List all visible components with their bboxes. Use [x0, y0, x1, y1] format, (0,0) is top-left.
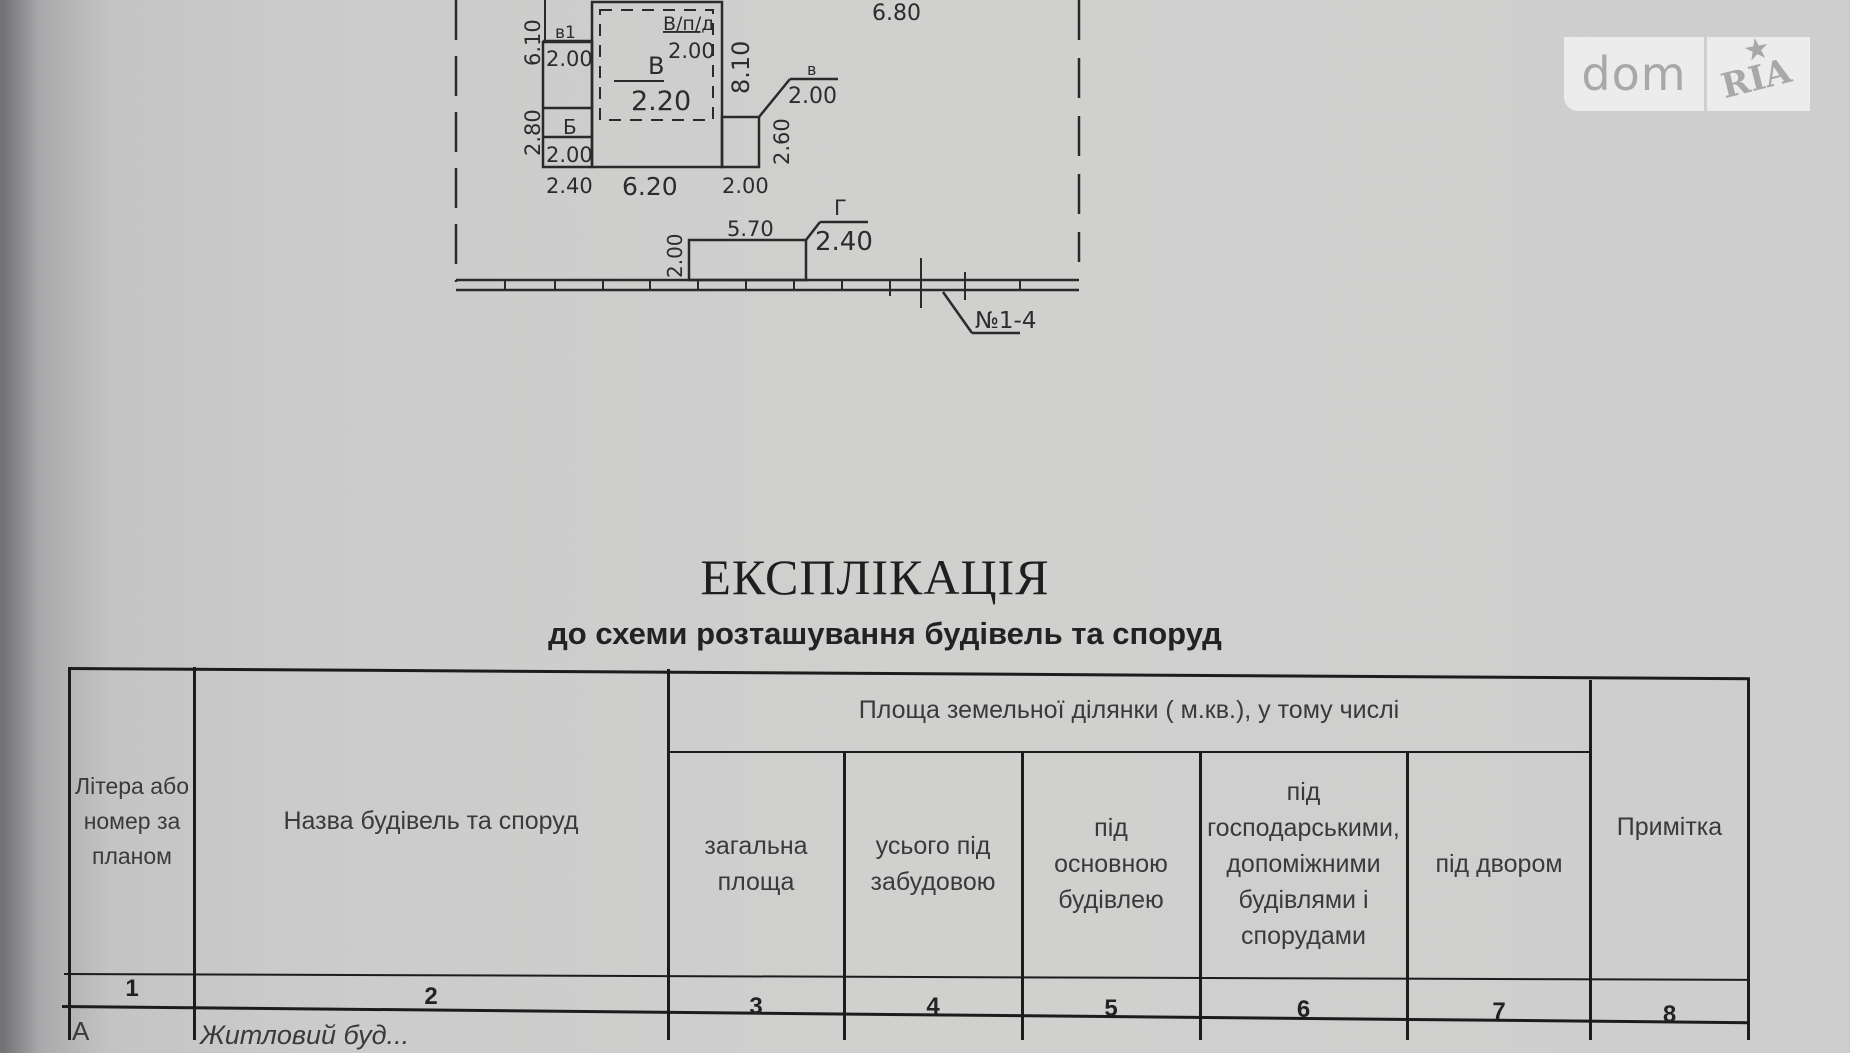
header-auxiliary-buildings-area: під господарськими, допоміжними будівлям…: [1207, 778, 1400, 950]
svg-text:2.00: 2.00: [668, 39, 715, 63]
document-subtitle: до схеми розташування будівель та споруд: [548, 616, 1222, 651]
domria-watermark-logo: dom ★ RIA: [1564, 33, 1810, 111]
column-number-6: 6: [1296, 996, 1311, 1023]
svg-text:Б: Б: [563, 115, 577, 139]
col-divider-5: [1199, 752, 1202, 1040]
table-left-border: [68, 667, 71, 1040]
table-row-name: Житловий буд...: [200, 1020, 410, 1050]
header-building-name: Назва будівель та споруд: [283, 807, 579, 835]
logo-divider: [1704, 37, 1707, 111]
svg-text:2.80: 2.80: [521, 109, 545, 156]
header-total-area: загальна площа: [704, 832, 808, 896]
header-yard-area: під двором: [1435, 850, 1563, 878]
svg-text:в1: в1: [555, 23, 576, 43]
column-number-1: 1: [125, 975, 139, 1002]
header-built-up-area: усього під забудовою: [870, 832, 996, 896]
logo-ria-text: RIA: [1717, 51, 1796, 107]
logo-ria: ★ RIA: [1707, 33, 1810, 111]
col-divider-7: [1589, 680, 1592, 1040]
svg-text:2.00: 2.00: [788, 84, 837, 109]
column-number-5: 5: [1104, 995, 1118, 1022]
header-main-building-area: під основною будівлею: [1054, 814, 1168, 914]
col-divider-2: [667, 669, 670, 1040]
header-land-area-group: Площа земельної ділянки ( м.кв.), у тому…: [858, 696, 1400, 724]
header-note: Примітка: [1616, 813, 1723, 841]
col-divider-4: [1021, 752, 1024, 1040]
svg-text:6.10: 6.10: [521, 19, 545, 66]
column-number-4: 4: [926, 993, 940, 1020]
table-row-letter: А: [72, 1016, 90, 1046]
table-right-border: [1747, 680, 1750, 1040]
svg-text:8.10: 8.10: [727, 41, 755, 94]
svg-text:№1-4: №1-4: [975, 308, 1037, 334]
svg-text:2.40: 2.40: [815, 227, 873, 257]
svg-text:5.70: 5.70: [727, 217, 774, 241]
svg-text:В: В: [648, 52, 664, 80]
site-plan-drawing: 6.80 в1 2.00 В/п/д 2.00 В 2.20 Б 2.00 в …: [454, 0, 1081, 335]
column-number-8: 8: [1662, 1001, 1677, 1028]
svg-text:2.40: 2.40: [546, 174, 593, 198]
column-number-3: 3: [749, 993, 763, 1020]
plan-dimension-labels: 6.80 в1 2.00 В/п/д 2.00 В 2.20 Б 2.00 в …: [521, 1, 1037, 334]
column-number-2: 2: [424, 983, 438, 1010]
svg-text:2.20: 2.20: [631, 86, 691, 117]
col-divider-3: [843, 752, 846, 1040]
header-bottom-border: [63, 973, 1750, 981]
col-divider-1: [193, 667, 196, 1040]
svg-text:В/п/д: В/п/д: [663, 13, 714, 35]
svg-text:2.00: 2.00: [546, 143, 593, 167]
svg-text:2.60: 2.60: [770, 118, 794, 165]
svg-text:в: в: [807, 60, 816, 79]
logo-dom-text: dom: [1564, 37, 1704, 111]
svg-text:6.80: 6.80: [872, 1, 921, 26]
group-header-divider: [668, 751, 1590, 753]
document-title: ЕКСПЛІКАЦІЯ: [700, 549, 1050, 605]
col-divider-6: [1406, 752, 1409, 1040]
svg-text:6.20: 6.20: [622, 172, 678, 201]
header-letter-number: Літера або номер за планом: [74, 772, 189, 869]
column-number-7: 7: [1492, 998, 1506, 1025]
svg-text:2.00: 2.00: [722, 174, 769, 198]
svg-text:2.00: 2.00: [546, 47, 593, 71]
svg-text:2.00: 2.00: [663, 233, 687, 278]
svg-text:Г: Г: [834, 196, 847, 220]
